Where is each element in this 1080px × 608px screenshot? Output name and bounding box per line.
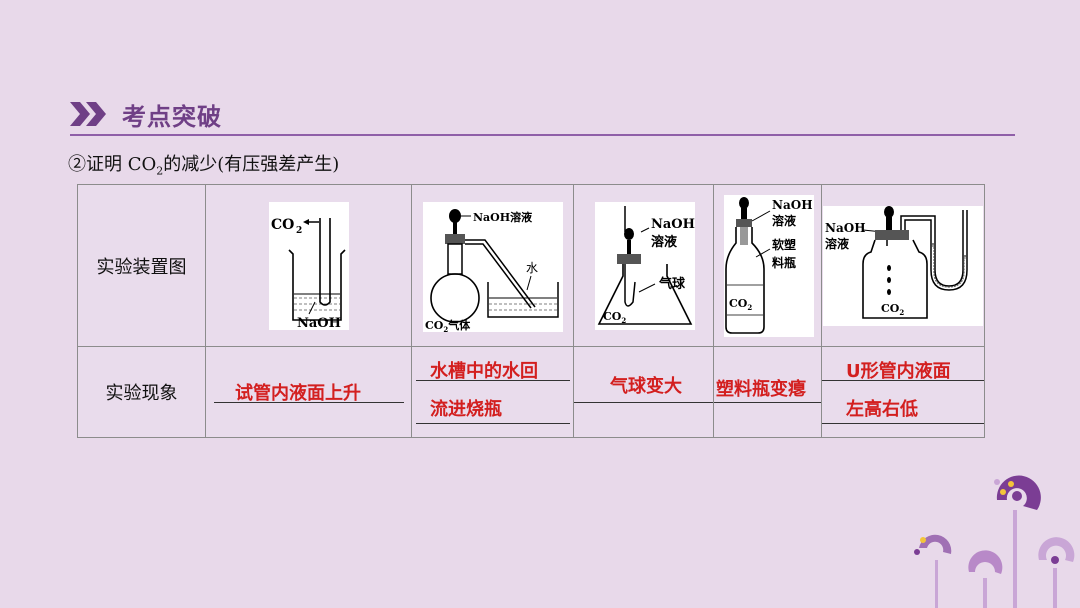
svg-text:软塑: 软塑	[772, 237, 796, 252]
apparatus-figure-4: NaOH 溶液 软塑 料瓶 CO2	[724, 195, 814, 337]
answer-5-line2: 左高右低	[846, 399, 918, 420]
svg-text:CO2气体: CO2气体	[425, 318, 471, 332]
svg-text:CO: CO	[271, 217, 294, 233]
answer-1: 试管内液面上升	[235, 383, 361, 404]
answer-blank-5a	[822, 380, 984, 381]
cell-apparatus-1: CO 2 NaOH	[205, 184, 412, 347]
svg-text:溶液: 溶液	[651, 234, 677, 250]
section-header: 考点突破	[70, 94, 1015, 136]
svg-text:溶液: 溶液	[772, 213, 796, 228]
svg-text:NaOH: NaOH	[651, 217, 695, 232]
answer-blank-5b	[822, 423, 984, 424]
svg-text:气球: 气球	[659, 276, 686, 292]
answer-4: 塑料瓶变瘪	[716, 379, 806, 400]
row-label-apparatus: 实验装置图	[77, 184, 206, 347]
decorative-flowers-icon	[914, 475, 1075, 608]
answer-blank-2b	[416, 423, 570, 424]
cell-apparatus-5: NaOH 溶液 CO2	[821, 184, 985, 347]
svg-text:CO2: CO2	[881, 302, 904, 317]
svg-text:2: 2	[296, 226, 302, 236]
answer-blank-4	[714, 402, 821, 403]
answer-blank-3	[574, 402, 713, 403]
svg-text:NaOH: NaOH	[825, 221, 866, 235]
apparatus-figure-5: NaOH 溶液 CO2	[823, 206, 983, 326]
answer-3: 气球变大	[610, 376, 682, 397]
header-rule	[70, 134, 1015, 136]
svg-text:CO2: CO2	[603, 310, 626, 325]
cell-apparatus-2: NaOH溶液 水 CO2气体	[411, 184, 574, 347]
apparatus-figure-2: NaOH溶液 水 CO2气体	[423, 202, 563, 334]
question-subtitle: ②证明 CO2的减少(有压强差产生)	[68, 154, 340, 178]
answer-blank-2a	[416, 380, 570, 381]
answer-2-line1: 水槽中的水回	[430, 361, 538, 382]
svg-text:CO2: CO2	[729, 297, 752, 312]
apparatus-figure-1: CO 2 NaOH	[269, 202, 349, 331]
experiment-table: 实验装置图 CO 2 NaOH	[77, 184, 985, 438]
row-label-phenomenon: 实验现象	[77, 346, 206, 438]
answer-blank-1	[214, 402, 404, 403]
answer-2-line2: 流进烧瓶	[430, 399, 502, 420]
svg-text:NaOH: NaOH	[772, 198, 813, 212]
cell-answer-3: 气球变大	[573, 346, 714, 438]
svg-text:水: 水	[526, 261, 538, 275]
cell-answer-2: 水槽中的水回 流进烧瓶	[411, 346, 574, 438]
svg-text:料瓶: 料瓶	[772, 255, 796, 270]
svg-text:溶液: 溶液	[825, 236, 849, 251]
section-title: 考点突破	[122, 103, 222, 131]
cell-apparatus-4: NaOH 溶液 软塑 料瓶 CO2	[713, 184, 822, 347]
svg-text:NaOH溶液: NaOH溶液	[473, 210, 533, 224]
cell-apparatus-3: NaOH 溶液 气球 CO2	[573, 184, 714, 347]
apparatus-figure-3: NaOH 溶液 气球 CO2	[595, 202, 695, 330]
double-chevron-icon	[70, 102, 106, 126]
svg-text:NaOH: NaOH	[297, 316, 341, 330]
cell-answer-1: 试管内液面上升	[205, 346, 412, 438]
cell-answer-4: 塑料瓶变瘪	[713, 346, 822, 438]
cell-answer-5: U形管内液面 左高右低	[821, 346, 985, 438]
answer-5-line1: U形管内液面	[846, 361, 951, 382]
